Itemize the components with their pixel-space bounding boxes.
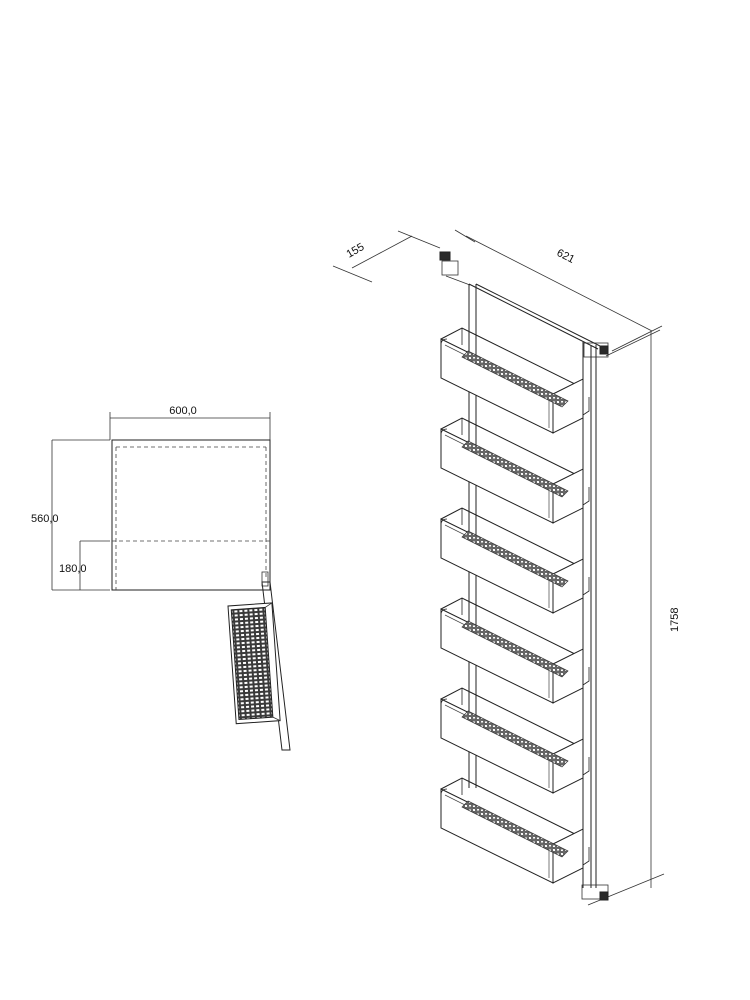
height-right-label: 1758 (669, 608, 681, 632)
shelves (440, 327, 590, 884)
open-door-with-rack (227, 571, 291, 751)
shelf-basket (440, 597, 590, 704)
shelf-basket (440, 417, 590, 524)
shelf-basket (440, 327, 590, 434)
width-dimension-right: 621 (454, 229, 663, 352)
depth-right-label: 155 (345, 241, 367, 261)
side-view: 600,0 560,0 180,0 (31, 405, 291, 751)
width-left-label: 600,0 (169, 405, 197, 417)
offset-dimension-left: 180,0 (59, 540, 110, 590)
shelf-basket (440, 777, 590, 884)
height-left-label: 560,0 (31, 513, 59, 525)
shelf-basket (440, 687, 590, 794)
top-bracket (439, 251, 471, 286)
offset-left-label: 180,0 (59, 563, 87, 575)
height-dimension-right: 1758 (587, 329, 681, 906)
shelf-basket (440, 507, 590, 614)
width-dimension-left: 600,0 (109, 405, 271, 440)
isometric-view: 155 621 1758 (332, 229, 681, 906)
width-right-label: 621 (555, 247, 577, 266)
cabinet-outline (111, 439, 271, 591)
depth-dimension-right: 155 (332, 230, 441, 283)
height-dimension-left: 560,0 (31, 439, 110, 591)
